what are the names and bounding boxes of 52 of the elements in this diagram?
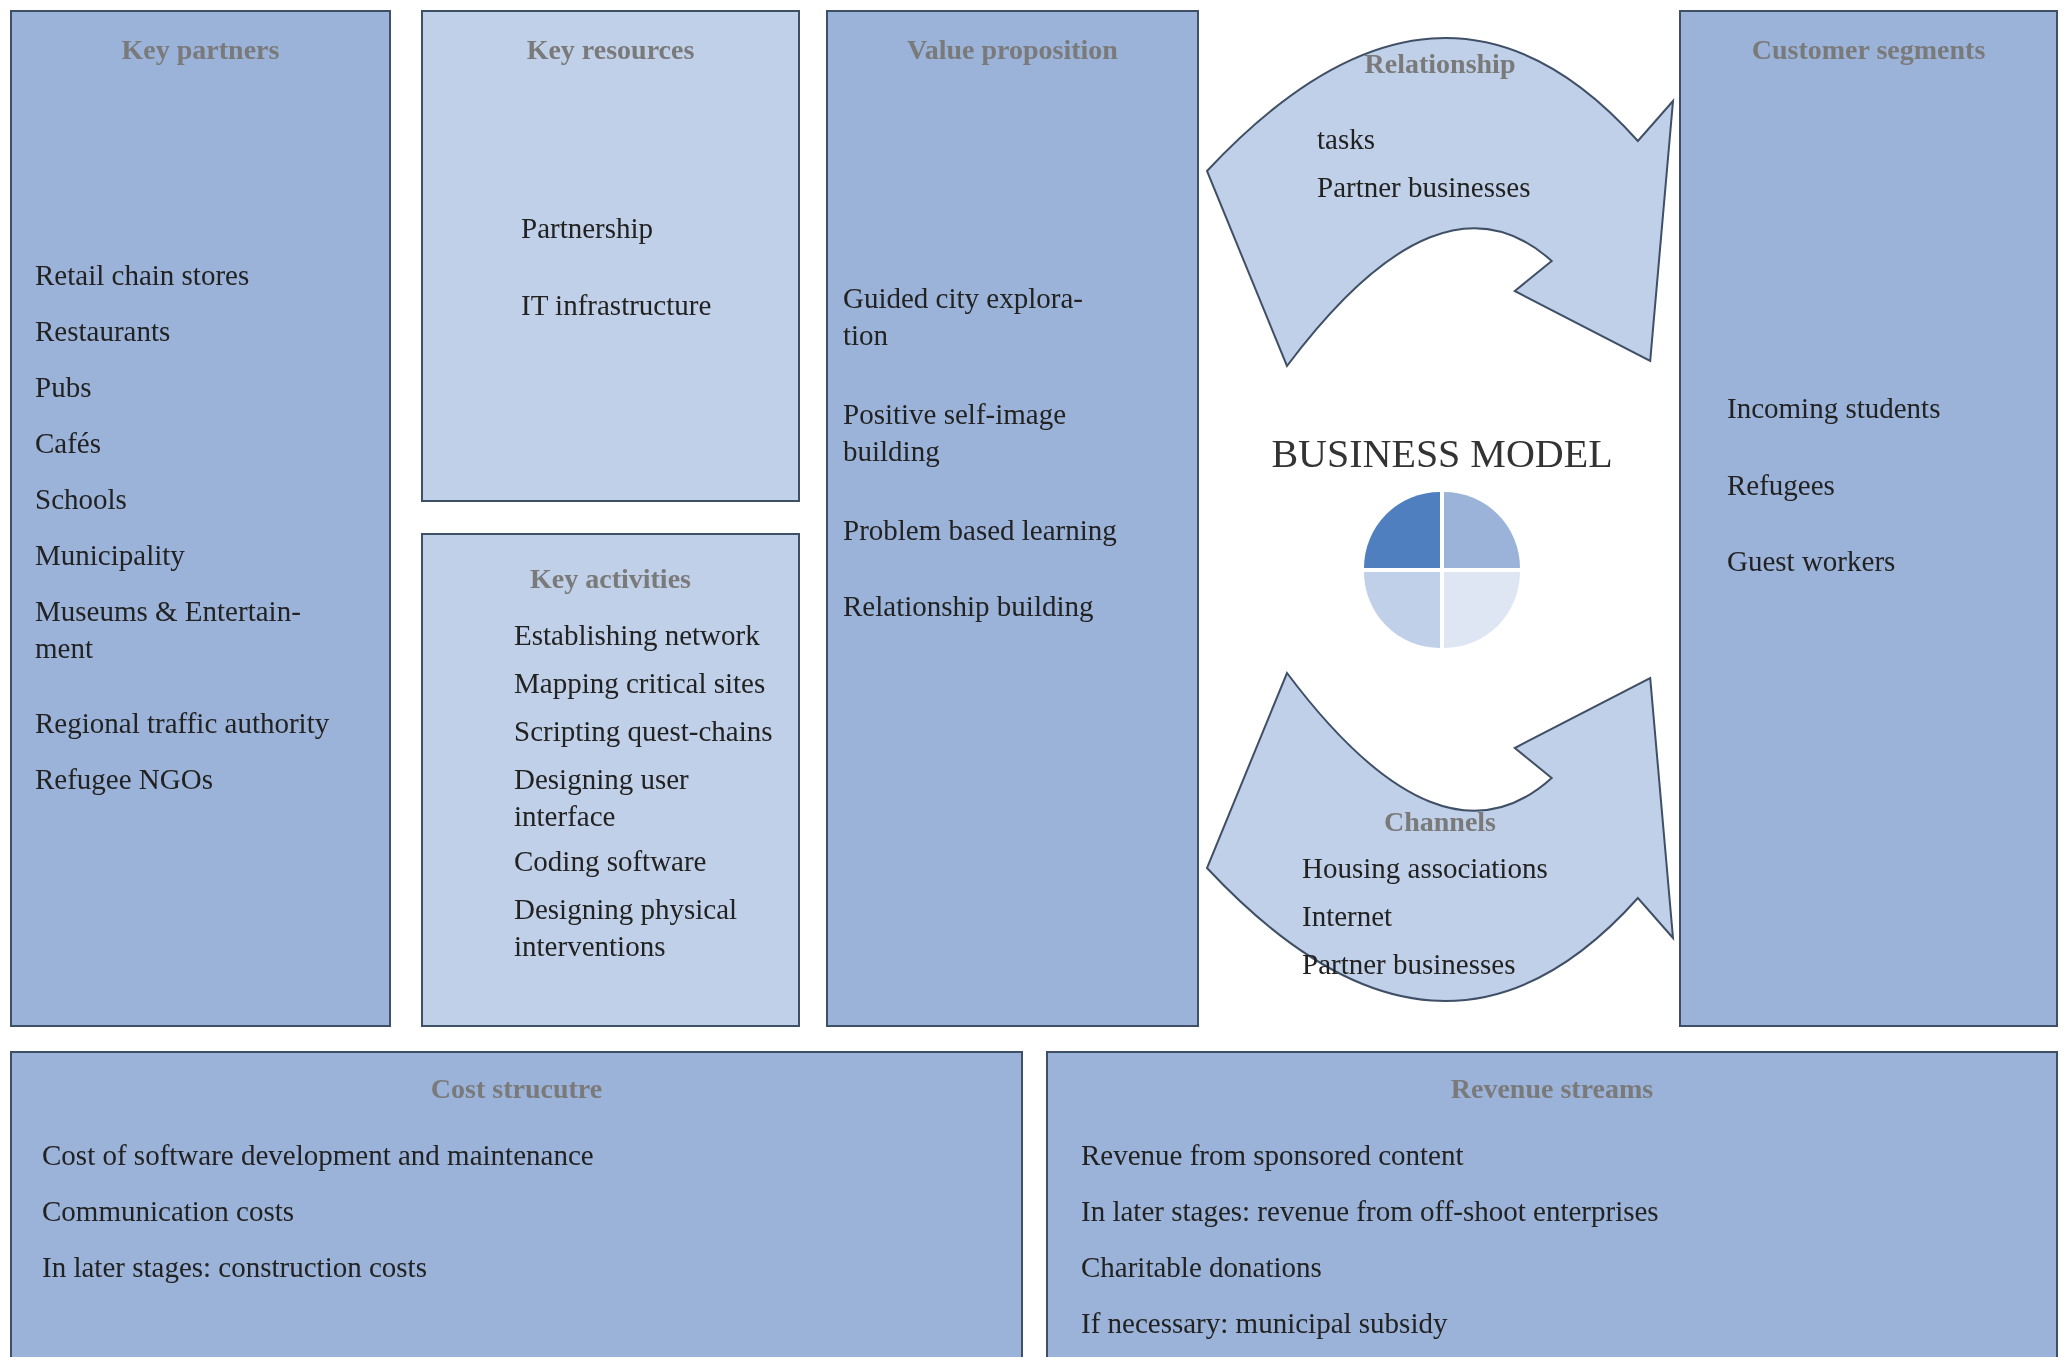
center-title: BUSINESS MODEL xyxy=(1270,430,1614,477)
list-item: Housing associations xyxy=(1302,851,1549,886)
section-heading: Key activities xyxy=(529,563,692,595)
list-item: If necessary: municipal subsidy xyxy=(1081,1306,1449,1341)
list-item: Relationship building xyxy=(843,589,1095,624)
list-item: Refugee NGOs xyxy=(35,762,214,797)
list-item: IT infrastructure xyxy=(521,288,713,323)
section-heading: Value proposition xyxy=(906,34,1119,66)
list-item: Partner businesses xyxy=(1317,170,1532,205)
list-item: Revenue from sponsored content xyxy=(1081,1138,1465,1173)
list-item: In later stages: revenue from off-shoot enterprises xyxy=(1081,1194,1660,1229)
list-item: Problem based learning xyxy=(843,513,1118,548)
list-item: Cost of software development and maintenance xyxy=(42,1138,595,1173)
list-item: Pubs xyxy=(35,370,93,405)
partners-panel xyxy=(10,10,391,1027)
list-item: Coding software xyxy=(514,844,708,879)
list-item: Museums & Entertain- ment xyxy=(35,594,302,666)
list-item: Schools xyxy=(35,482,128,517)
list-item: Mapping critical sites xyxy=(514,666,767,701)
section-heading: Cost strucutre xyxy=(429,1073,604,1105)
list-item: Guest workers xyxy=(1727,544,1897,579)
section-heading: Key resources xyxy=(525,34,696,66)
section-heading: Channels xyxy=(1382,806,1497,838)
list-item: Communication costs xyxy=(42,1194,296,1229)
list-item: Designing physical interventions xyxy=(514,892,739,964)
section-heading: Relationship xyxy=(1363,48,1517,80)
list-item: Municipality xyxy=(35,538,186,573)
list-item: Retail chain stores xyxy=(35,258,251,293)
revenue-panel xyxy=(1046,1051,2058,1357)
list-item: Positive self-image building xyxy=(843,397,1068,469)
list-item: Cafés xyxy=(35,426,103,461)
cost-panel xyxy=(10,1051,1023,1357)
list-item: Establishing network xyxy=(514,618,761,653)
segments-panel xyxy=(1679,10,2058,1027)
list-item: In later stages: construction costs xyxy=(42,1250,428,1285)
resources-panel xyxy=(421,10,800,502)
list-item: Guided city explora- tion xyxy=(843,281,1084,353)
list-item: Designing user interface xyxy=(514,762,690,834)
list-item: Charitable donations xyxy=(1081,1250,1323,1285)
list-item: Regional traffic authority xyxy=(35,706,331,741)
activities-panel xyxy=(421,533,800,1027)
list-item: Internet xyxy=(1302,899,1394,934)
list-item: Partnership xyxy=(521,211,655,246)
list-item: Refugees xyxy=(1727,468,1836,503)
value-panel xyxy=(826,10,1199,1027)
section-heading: Key partners xyxy=(120,34,281,66)
list-item: Incoming students xyxy=(1727,391,1942,426)
list-item: tasks xyxy=(1317,122,1376,157)
list-item: Scripting quest-chains xyxy=(514,714,774,749)
list-item: Restaurants xyxy=(35,314,172,349)
section-heading: Customer segments xyxy=(1750,34,1987,66)
section-heading: Revenue streams xyxy=(1449,1073,1655,1105)
